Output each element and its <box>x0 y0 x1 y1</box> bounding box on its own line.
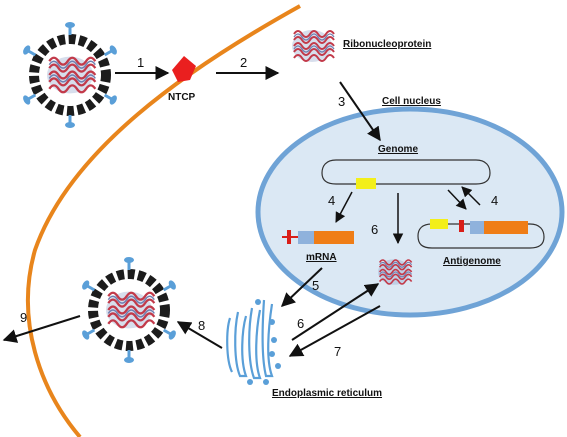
antigenome-label: Antigenome <box>443 256 501 267</box>
arrow-step-9 <box>2 315 81 343</box>
genome-strand <box>321 159 491 185</box>
step-4-left-number: 4 <box>328 193 335 208</box>
ntcp-label: NTCP <box>168 92 196 103</box>
arrow-step-4-right-up <box>461 186 481 206</box>
cell-membrane <box>26 4 301 437</box>
mrna-icon <box>282 230 354 244</box>
antigenome-red-segment <box>459 220 464 232</box>
genome-label: Genome <box>378 144 418 155</box>
ntcp-receptor-icon <box>172 56 196 82</box>
cell-nucleus-label: Cell nucleus <box>382 96 441 107</box>
arrow-step-3 <box>339 81 381 142</box>
step-5-number: 5 <box>312 278 319 293</box>
step-6-nucleus-number: 6 <box>371 222 378 237</box>
rnp-icon <box>377 258 413 286</box>
step-3-number: 3 <box>338 94 345 109</box>
antigenome-yellow-segment <box>430 219 448 229</box>
endoplasmic-reticulum-label: Endoplasmic reticulum <box>272 388 382 399</box>
step-8-number: 8 <box>198 318 205 333</box>
step-2-number: 2 <box>240 55 247 70</box>
virion-icon <box>81 257 178 363</box>
rnp-icon <box>291 29 335 63</box>
antigenome-blue-segment <box>470 221 484 234</box>
step-9-number: 9 <box>20 310 27 325</box>
antigenome-orange-segment <box>484 221 528 234</box>
mrna-label: mRNA <box>306 252 337 263</box>
genome-yellow-segment <box>356 178 376 189</box>
arrow-step-5 <box>280 267 323 307</box>
step-6-er-number: 6 <box>297 316 304 331</box>
ribonucleoprotein-label: Ribonucleoprotein <box>343 39 431 50</box>
virion-icon <box>22 22 119 128</box>
arrow-step-4-left <box>335 191 353 223</box>
step-1-number: 1 <box>137 55 144 70</box>
arrow-step-7 <box>288 305 381 357</box>
er-icon <box>226 299 281 385</box>
arrow-step-6-er <box>291 283 380 341</box>
step-4-right-number: 4 <box>491 193 498 208</box>
arrow-step-4-right-down <box>447 189 467 210</box>
antigenome-strand <box>417 223 545 249</box>
step-7-number: 7 <box>334 344 341 359</box>
cell-nucleus <box>255 106 565 318</box>
arrow-step-8 <box>176 321 223 349</box>
